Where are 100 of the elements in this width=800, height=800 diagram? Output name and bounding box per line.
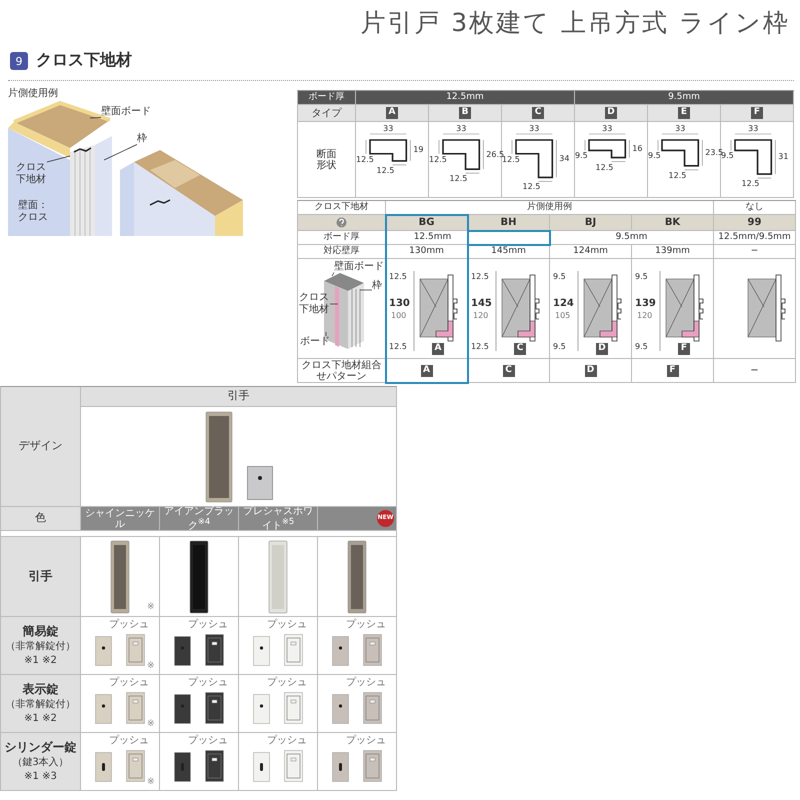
dimension-label: 12.5 xyxy=(389,273,407,281)
value-text: 130mm xyxy=(386,245,468,259)
dimension-label: 33 xyxy=(456,125,466,133)
code-label: BG xyxy=(386,215,468,231)
type-badge: C xyxy=(514,343,526,355)
callout-text: 枠 xyxy=(372,280,382,292)
dimension-label: 31 xyxy=(778,153,788,162)
value-text: 145mm xyxy=(468,245,550,259)
push-label: プッシュ xyxy=(346,736,386,746)
row-label: デザイン xyxy=(1,387,81,507)
code-label: 99 xyxy=(714,215,796,231)
dimension-label: 12.5 xyxy=(389,343,407,351)
push-label: プッシュ xyxy=(267,620,307,630)
callout-text: 壁面ボード xyxy=(334,261,384,272)
column-header: 9.5mm xyxy=(575,91,794,105)
leader-line xyxy=(104,144,138,160)
value-text: 124mm xyxy=(550,245,632,259)
dimension-label: 34 xyxy=(559,154,570,163)
note-mark: ※ xyxy=(147,603,155,612)
row-label: 簡易錠 xyxy=(22,624,58,638)
note-mark: ※ xyxy=(147,720,155,729)
row-label: タイプ xyxy=(298,105,356,122)
dimension-label: 16 xyxy=(632,144,642,153)
row-label: ボード厚 xyxy=(298,231,386,245)
dimension-label: 12.5 xyxy=(429,156,447,164)
leader-line xyxy=(46,156,70,162)
dimension-label: 33 xyxy=(383,125,394,133)
push-label: プッシュ xyxy=(267,736,307,746)
color-name: シャインニッケル xyxy=(84,508,156,530)
row-note: （非常解錠付） xyxy=(6,699,76,710)
type-badge: A xyxy=(386,107,398,119)
row-note: ※1 ※2 xyxy=(24,655,57,666)
type-badge: C xyxy=(532,107,544,119)
dimension-label: 12.5 xyxy=(502,156,520,164)
wall-frame-drawing xyxy=(8,100,243,236)
type-badge: D xyxy=(584,364,596,376)
note-mark: ※ xyxy=(147,778,155,787)
dimension-label: 9.5 xyxy=(648,152,661,160)
dimension-label: 33 xyxy=(675,125,686,133)
dimension-label: 12.5 xyxy=(471,343,489,351)
dimension-label: 9.5 xyxy=(553,343,566,351)
column-header: ボード厚 xyxy=(298,91,356,105)
callout-text: ボード xyxy=(300,336,330,348)
selection-outline xyxy=(385,214,469,384)
push-label: プッシュ xyxy=(188,736,228,746)
dimension-label: 12.5 xyxy=(742,180,760,188)
section-heading: クロス下地材 xyxy=(36,50,132,71)
type-badge: E xyxy=(678,107,690,119)
leader-line xyxy=(332,272,334,276)
dimension-label: 9.5 xyxy=(635,343,648,351)
type-badge: F xyxy=(666,364,678,376)
dimension-label: 26.5 xyxy=(486,150,504,159)
code-label: BJ xyxy=(550,215,632,231)
dimension-label: 12.5 xyxy=(471,273,489,281)
column-header: 引手 xyxy=(81,387,397,407)
dimension-label: 105 xyxy=(555,312,570,320)
section-number-badge: 9 xyxy=(10,52,28,70)
page-title: 片引戸 3枚建て 上吊方式 ライン枠 xyxy=(360,7,790,39)
dimension-label: 33 xyxy=(602,125,612,133)
callout-text: 枠 xyxy=(137,133,147,144)
dimension-label: 100 xyxy=(391,312,406,320)
dimension-label: 12.5 xyxy=(376,166,394,175)
callout-text: 壁面ボード xyxy=(101,106,151,118)
row-label: クロス下地材組合せパターン xyxy=(298,359,386,383)
caption-text: 片側使用例 xyxy=(8,88,58,100)
callout-text: クロス下地材 xyxy=(16,162,47,185)
dimension-label: 130 xyxy=(389,299,410,309)
dimension-label: 12.5 xyxy=(356,156,374,164)
push-label: プッシュ xyxy=(109,736,149,746)
push-label: プッシュ xyxy=(346,620,386,630)
dimension-label: 9.5 xyxy=(721,152,734,160)
dimension-label: 12.5 xyxy=(596,164,614,172)
value-text: 12.5mm/9.5mm xyxy=(714,231,796,245)
type-badge: D xyxy=(605,107,617,119)
push-label: プッシュ xyxy=(188,678,228,688)
callout-text: 壁面：クロス xyxy=(18,200,49,223)
dimension-label: 19 xyxy=(413,146,424,154)
dimension-label: 12.5 xyxy=(450,175,468,184)
note-mark: ※ xyxy=(147,662,155,671)
type-badge: F xyxy=(751,107,763,119)
dimension-label: 12.5 xyxy=(668,172,686,180)
row-label: シリンダー錠 xyxy=(4,740,76,754)
push-label: プッシュ xyxy=(188,620,228,630)
type-badge: A xyxy=(432,343,444,355)
callout-text: クロス下地材 xyxy=(299,292,330,315)
leader-line xyxy=(90,117,102,118)
dimension-label: 9.5 xyxy=(635,273,648,281)
color-name: アイアンブラック$^{※4}$ xyxy=(163,506,235,532)
push-label: プッシュ xyxy=(109,678,149,688)
column-header: なし xyxy=(714,201,796,215)
value-text: 139mm xyxy=(632,245,714,259)
code-label: BH xyxy=(468,215,550,231)
row-label: 色 xyxy=(1,507,81,531)
row-label: 表示錠 xyxy=(22,682,58,696)
row-note: （鍵3本入） xyxy=(12,757,69,768)
color-name: プレシャスホワイト$^{※5}$ xyxy=(242,506,314,532)
dimension-label: 145 xyxy=(471,299,492,309)
column-header: クロス下地材 xyxy=(298,201,386,215)
value-text: − xyxy=(750,365,759,376)
dimension-label: 120 xyxy=(473,312,488,320)
